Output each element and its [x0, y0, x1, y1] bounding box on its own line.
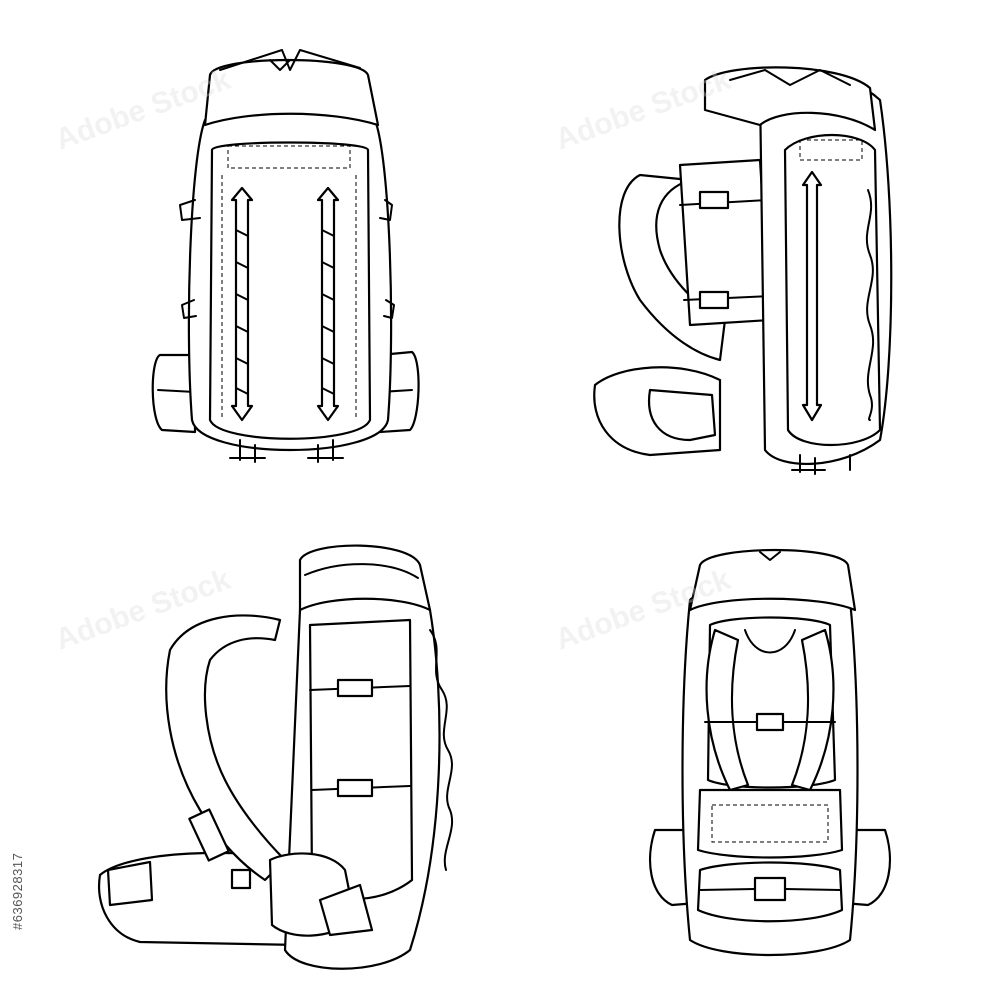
- backpack-three-quarter-view: [593, 66, 893, 475]
- backpack-back-view: [649, 548, 891, 957]
- backpack-front-view: [151, 49, 420, 463]
- backpack-side-view: [97, 544, 454, 970]
- stock-id-label: #636928317: [10, 852, 25, 930]
